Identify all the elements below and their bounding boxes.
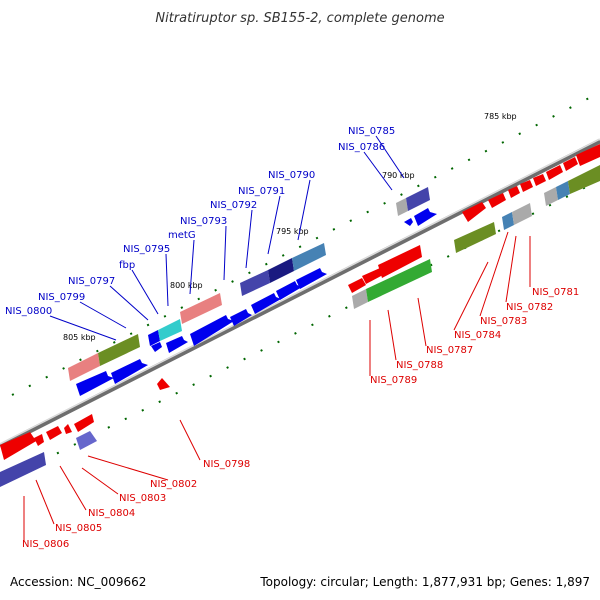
feature-box-grey (396, 198, 408, 216)
red-cds-arrow[interactable] (378, 245, 422, 278)
red-cds-arrow[interactable] (488, 193, 506, 208)
gene-label[interactable]: NIS_0799 (38, 292, 85, 303)
gene-label[interactable]: NIS_0805 (55, 523, 102, 534)
red-cds-arrow[interactable] (563, 157, 578, 171)
gene-label[interactable]: NIS_0788 (396, 360, 443, 371)
feature-box-pink (68, 353, 100, 381)
reverse-leader-lines (23, 231, 531, 540)
blue-cds-arrow[interactable] (111, 359, 148, 384)
feature-box-blue-small (148, 330, 160, 346)
feature-box-navy (0, 452, 46, 487)
red-cds-arrow[interactable] (74, 414, 94, 432)
accession-text: Accession: NC_009662 (10, 575, 146, 589)
red-cds-arrow[interactable] (64, 424, 72, 434)
gene-label[interactable]: NIS_0782 (506, 302, 553, 313)
forward-features (68, 187, 437, 396)
red-cds-arrow[interactable] (520, 180, 533, 192)
red-cds-arrow[interactable] (462, 202, 486, 222)
red-cds-arrow[interactable] (508, 186, 520, 198)
blue-cds-arrow[interactable] (296, 268, 327, 289)
gene-label[interactable]: NIS_0789 (370, 375, 417, 386)
scale-label-790: 790 kbp (382, 171, 415, 180)
gene-label[interactable]: NIS_0787 (426, 345, 473, 356)
gene-label[interactable]: NIS_0804 (88, 508, 135, 519)
feature-box-navy (76, 431, 97, 450)
genome-backbone (0, 138, 600, 449)
scale-label-795: 795 kbp (276, 227, 309, 236)
scale-label-800: 800 kbp (170, 281, 203, 290)
feature-box-navy (406, 187, 430, 211)
gene-label[interactable]: NIS_0781 (532, 287, 579, 298)
blue-cds-arrow[interactable] (276, 281, 302, 300)
gene-label[interactable]: NIS_0795 (123, 244, 170, 255)
gene-label[interactable]: NIS_0786 (338, 142, 385, 153)
genome-summary-text: Topology: circular; Length: 1,877,931 bp… (259, 575, 590, 589)
feature-box-olive (98, 334, 140, 366)
scale-label-785: 785 kbp (484, 112, 517, 121)
gene-label[interactable]: NIS_0802 (150, 479, 197, 490)
feature-box-steelblue (502, 212, 514, 230)
red-cds-arrow[interactable] (0, 432, 38, 460)
feature-box-grey (352, 289, 368, 309)
scale-label-805: 805 kbp (63, 333, 96, 342)
map-title: Nitratiruptor sp. SB155-2, complete geno… (155, 11, 444, 26)
gene-label[interactable]: NIS_0790 (268, 170, 315, 181)
blue-cds-arrow[interactable] (151, 342, 162, 352)
gene-label[interactable]: NIS_0803 (119, 493, 166, 504)
blue-cds-arrow[interactable] (76, 371, 114, 396)
forward-leader-lines (49, 135, 405, 341)
blue-cds-arrow[interactable] (166, 336, 188, 353)
red-cds-arrow[interactable] (34, 434, 44, 446)
red-cds-arrow[interactable] (348, 278, 366, 293)
feature-box-pink (180, 293, 222, 324)
feature-box-darknavy (268, 258, 294, 283)
gene-label[interactable]: NIS_0785 (348, 126, 395, 137)
gene-label[interactable]: NIS_0783 (480, 316, 527, 327)
feature-box-steelblue (292, 243, 326, 271)
blue-cds-arrow[interactable] (414, 208, 437, 226)
red-cds-arrow[interactable] (46, 426, 62, 440)
feature-box-cyan (158, 319, 182, 341)
feature-box-grey (512, 203, 532, 225)
feature-box-grey (544, 187, 558, 206)
outer-tick-ring (11, 94, 596, 396)
gene-label[interactable]: NIS_0784 (454, 330, 501, 341)
blue-cds-arrow[interactable] (251, 293, 281, 314)
gene-label[interactable]: NIS_0791 (238, 186, 285, 197)
feature-box-navy (240, 270, 270, 296)
gene-label[interactable]: NIS_0798 (203, 459, 250, 470)
feature-box-olive (454, 222, 496, 253)
gene-label[interactable]: metG (168, 230, 196, 241)
gene-label[interactable]: NIS_0806 (22, 539, 69, 550)
blue-cds-arrow[interactable] (230, 309, 252, 326)
red-cds-arrow[interactable] (533, 174, 546, 186)
blue-cds-arrow[interactable] (404, 218, 413, 226)
gene-label[interactable]: NIS_0792 (210, 200, 257, 211)
red-cds-arrow[interactable] (362, 268, 383, 284)
red-cds-arrow[interactable] (546, 165, 563, 180)
gene-label[interactable]: NIS_0800 (5, 306, 52, 317)
reverse-features (0, 144, 600, 487)
red-cds-arrow[interactable] (576, 144, 600, 166)
feature-box-green (366, 259, 432, 302)
blue-cds-arrow[interactable] (190, 315, 234, 346)
gene-label[interactable]: NIS_0793 (180, 216, 227, 227)
feature-box-olive (568, 165, 600, 194)
gene-label[interactable]: NIS_0797 (68, 276, 115, 287)
red-cds-arrow[interactable] (157, 378, 170, 390)
feature-box-steelblue (556, 181, 570, 200)
genome-backbone-highlight (0, 138, 600, 445)
gene-label[interactable]: fbp (119, 260, 135, 271)
